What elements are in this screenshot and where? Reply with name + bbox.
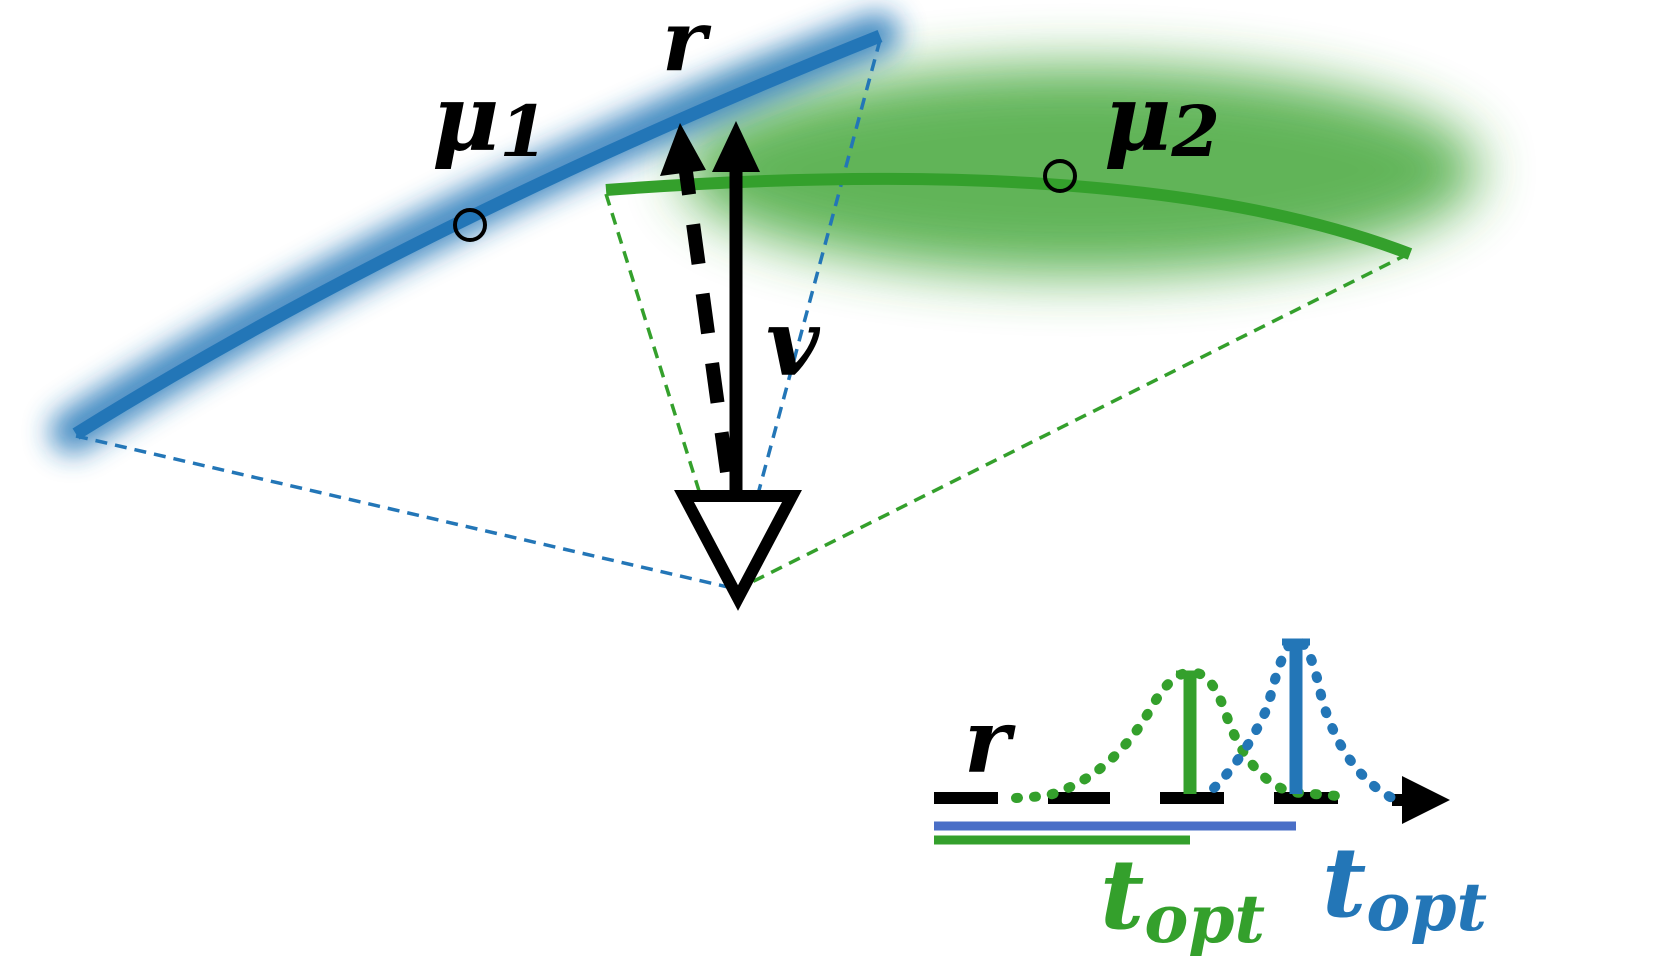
inset-ray-axis: r topt topt [934,634,1487,958]
mean-1-subscript: 1 [499,90,548,173]
mean-2-label: μ2 [1104,64,1220,173]
blue-frustum-lines [75,39,882,590]
camera-icon [674,490,802,611]
blue-density-curve [1209,634,1397,803]
mean-2-marker [1043,159,1077,193]
mean-1-marker [453,208,487,242]
ray-dashed-arrow [660,123,734,473]
gaussian-1-line [72,29,883,440]
ray-label-top: r [662,0,712,90]
t-opt-blue-label: topt [1322,826,1487,946]
gaussian-2-line [605,172,1413,260]
t-opt-green-label: topt [1100,838,1265,958]
ray-axis-label: r [964,689,1016,793]
view-dir-label: v [766,289,821,397]
t-opt-green-subscript: opt [1144,880,1265,958]
mean-1-label: μ1 [432,64,548,173]
view-direction-arrow [712,121,760,494]
green-frustum-lines [604,193,1409,588]
axis-arrowhead [1402,776,1450,824]
mean-2-subscript: 2 [1170,90,1220,173]
green-density-curve [1011,667,1343,803]
t-opt-blue-subscript: opt [1366,868,1487,946]
gaussian-2-glow [680,65,1480,275]
